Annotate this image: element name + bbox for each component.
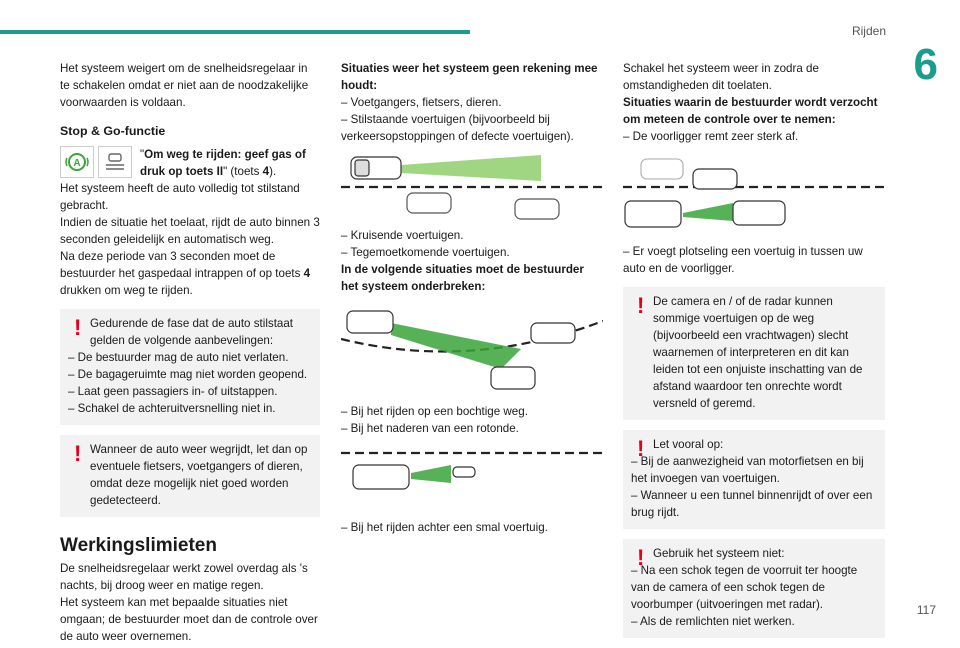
warning-exclamation-icon: ! [74,315,82,340]
limits-p1: De snelheidsregelaar werkt zowel overdag… [60,562,308,592]
stopgo-command: A "Om weg te rijden: geef gas of druk op… [60,146,320,180]
cruise-control-a-icon: A [60,146,94,178]
stopgo-p3: Na deze periode van 3 seconden moet de b… [60,250,311,297]
note-item: – Wanneer u een tunnel binnenrijdt of ov… [631,489,873,519]
reactivate-paragraph: Schakel het systeem weer in zodra de oms… [623,62,819,92]
page-number: 117 [916,603,936,617]
ignored-situations-heading: Situaties weer het systeem geen rekening… [341,62,598,92]
limits-heading: Werkingslimieten [60,535,217,556]
list-item: – Stilstaande voertuigen (bijvoorbeeld b… [341,113,574,143]
section-title: Rijden [851,24,886,38]
takeover-heading: Situaties waarin de bestuurder wordt ver… [623,96,878,126]
warning-exclamation-icon: ! [637,545,645,570]
illustration-cut-in [623,158,885,228]
note-item: – Bij de aanwezigheid van motorfietsen e… [631,455,864,485]
svg-text:A: A [73,158,80,169]
list-item: – Bij het naderen van een rotonde. [341,422,519,435]
list-item: – Bij het rijden op een bochtige weg. [341,405,528,418]
list-item: – Er voegt plotseling een voertuig in tu… [623,245,863,275]
column-1: Het systeem weigert om de snelheidsregel… [60,60,320,645]
note-item: – Schakel de achteruitversnelling niet i… [68,402,276,415]
chapter-number: 6 [913,40,938,89]
stopgo-p1: Het systeem heeft de auto volledig tot s… [60,182,300,212]
list-item: – Kruisende voertuigen. [341,229,464,242]
column-2: Situaties weer het systeem geen rekening… [341,60,603,536]
interrupt-heading: In de volgende situaties moet de bestuur… [341,263,584,293]
illustration-stationary-vehicles [341,155,603,220]
warning-note-do-not-use: ! Gebruik het systeem niet: – Na een sch… [623,539,885,638]
note-item: – Laat geen passagiers in- of uitstappen… [68,385,278,398]
note-item: – Als de remlichten niet werken. [631,615,795,628]
warning-exclamation-icon: ! [74,441,82,466]
warning-exclamation-icon: ! [637,293,645,318]
warning-note-attention: ! Let vooral op: – Bij de aanwezigheid v… [623,430,885,529]
illustration-narrow-vehicle [341,451,603,490]
limits-p2: Het systeem kan met bepaalde situaties n… [60,596,318,643]
list-item: – De voorligger remt zeer sterk af. [623,130,799,143]
note-item: – De bestuurder mag de auto niet verlate… [68,351,289,364]
stopgo-heading: Stop & Go-functie [60,124,166,138]
list-item: – Voetgangers, fietsers, dieren. [341,96,502,109]
intro-paragraph: Het systeem weigert om de snelheidsregel… [60,62,309,109]
warning-note-driving-off: ! Wanneer de auto weer wegrijdt, let dan… [60,435,320,517]
note-item: – Na een schok tegen de voorruit ter hoo… [631,564,858,611]
warning-note-camera-radar: ! De camera en / of de radar kunnen somm… [623,287,885,420]
stopgo-command-text: "Om weg te rijden: geef gas of druk op t… [140,148,306,178]
header-accent-bar [0,30,470,34]
column-3: Schakel het systeem weer in zodra de oms… [623,60,885,648]
note-item: – De bagageruimte mag niet worden geopen… [68,368,308,381]
list-item: – Bij het rijden achter een smal voertui… [341,521,548,534]
stopgo-p2: Indien de situatie het toelaat, rijdt de… [60,216,320,246]
warning-exclamation-icon: ! [637,436,645,461]
list-item: – Tegemoetkomende voertuigen. [341,246,510,259]
warning-note-stationary: ! Gedurende de fase dat de auto stilstaa… [60,309,320,425]
car-distance-icon [98,146,132,178]
illustration-curved-road [341,310,603,390]
